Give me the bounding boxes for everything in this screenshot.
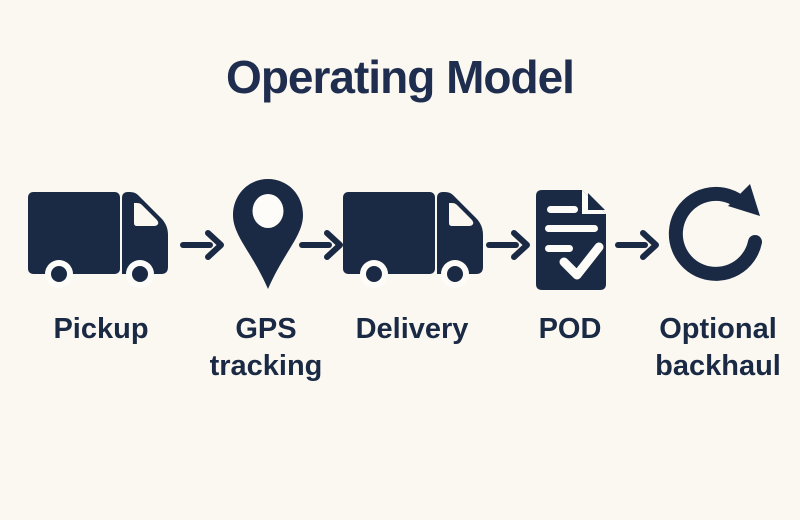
flow-arrow-icon	[486, 229, 532, 261]
step-label-gps-tracking: GPS tracking	[209, 313, 323, 382]
truck-icon	[28, 192, 168, 288]
step-pickup	[27, 190, 171, 288]
document-check-icon	[536, 190, 606, 290]
step-label-pod: POD	[538, 313, 602, 345]
step-label-delivery: Delivery	[355, 313, 469, 345]
location-pin-icon	[233, 179, 303, 289]
flow-arrow-icon	[180, 229, 226, 261]
cycle-arrow-icon	[668, 184, 762, 281]
step-delivery	[342, 190, 486, 288]
step-gps-tracking	[229, 177, 307, 291]
step-optional-backhaul	[664, 174, 770, 290]
step-label-optional-backhaul: Optional backhaul	[655, 313, 781, 382]
flow-arrow-icon	[299, 229, 345, 261]
step-pod	[532, 188, 610, 292]
flow-arrow-icon	[615, 229, 661, 261]
step-label-pickup: Pickup	[53, 313, 149, 345]
page-title: Operating Model	[226, 51, 575, 103]
truck-icon	[343, 192, 483, 288]
